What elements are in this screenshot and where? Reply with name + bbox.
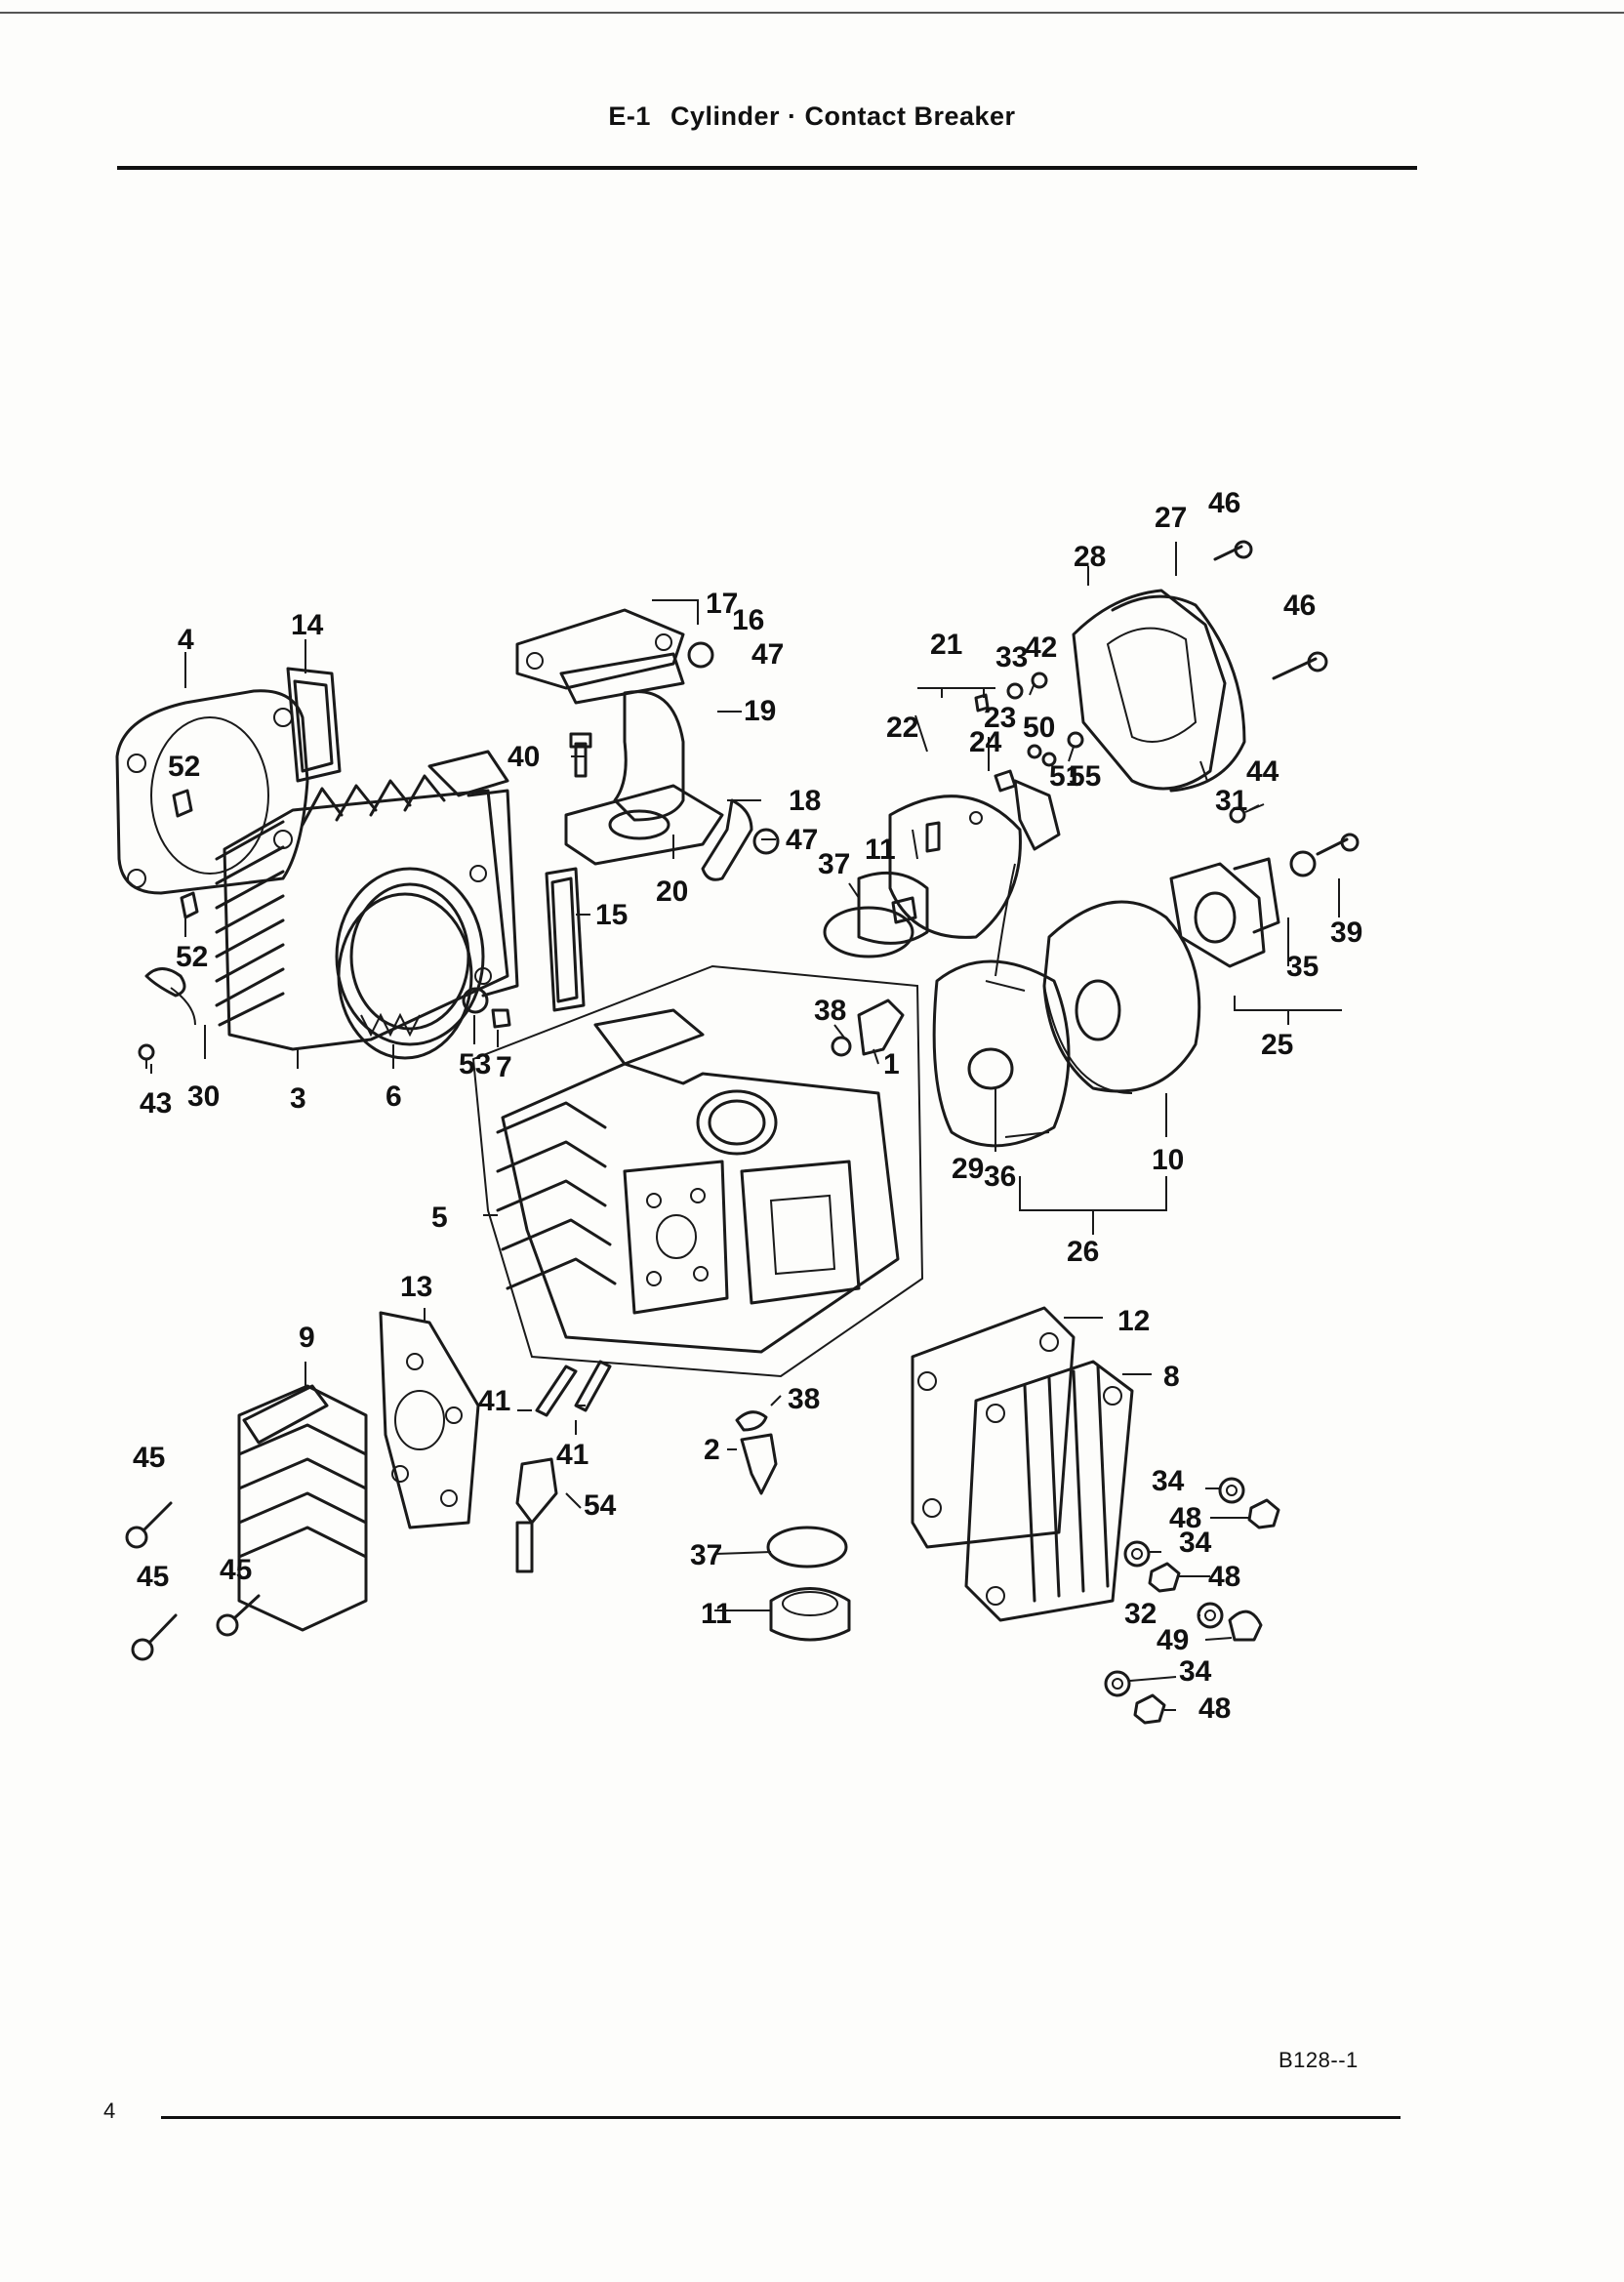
- cover-bolts-drawing: [125, 1501, 261, 1661]
- part-label-19: 19: [744, 695, 776, 727]
- head-cover-drawing: [911, 1306, 1134, 1622]
- part-label-17: 17: [706, 588, 738, 620]
- leader-lines: [150, 542, 1342, 1711]
- figure-code: B128--1: [1279, 2048, 1359, 2072]
- tappet-cap-lower-drawing: [766, 1526, 851, 1642]
- part-label-31: 31: [1215, 785, 1247, 817]
- part-label-6: 6: [386, 1080, 402, 1113]
- part-label-55: 55: [1069, 760, 1101, 793]
- breaker-screws-drawing: [1006, 672, 1084, 767]
- part-label-46-a: 46: [1208, 487, 1240, 519]
- inlet-pipe-drawing: [515, 608, 780, 881]
- part-label-46-b: 46: [1283, 590, 1316, 622]
- part-label-14: 14: [291, 609, 324, 641]
- side-gasket-drawing: [286, 667, 586, 1012]
- part-label-41-a: 41: [478, 1385, 510, 1417]
- part-label-23: 23: [984, 702, 1016, 734]
- cam-sprocket-bolts-drawing: [735, 998, 905, 1495]
- part-label-53: 53: [459, 1048, 491, 1080]
- footer-rule: [161, 2116, 1401, 2119]
- part-label-34-b: 34: [1179, 1527, 1212, 1559]
- part-number-labels: 1 2 3 4 5 6 7 8 9 10 11 11 12 13 14 15 1…: [133, 487, 1362, 1725]
- cover-and-gasket-drawing: [237, 1311, 480, 1632]
- part-label-3: 3: [290, 1082, 306, 1115]
- page-number: 4: [103, 2099, 116, 2123]
- part-label-45-b: 45: [137, 1561, 169, 1593]
- part-label-18: 18: [789, 785, 821, 817]
- part-label-35: 35: [1286, 951, 1319, 983]
- part-label-38-lower: 38: [788, 1383, 820, 1415]
- part-label-39: 39: [1330, 917, 1362, 949]
- part-label-30: 30: [187, 1080, 220, 1113]
- nuts-and-washers-drawing: [1104, 1477, 1280, 1725]
- section-code: E-1: [608, 102, 651, 131]
- part-label-41-b: 41: [556, 1439, 589, 1471]
- part-label-2: 2: [704, 1434, 720, 1466]
- cylinder-gasket-drawing: [115, 689, 309, 895]
- part-label-27: 27: [1155, 502, 1187, 534]
- part-label-34-a: 34: [1152, 1465, 1185, 1497]
- part-label-20: 20: [656, 876, 688, 908]
- part-label-51: 51: [1049, 760, 1081, 793]
- breaker-cover-drawing: [1072, 540, 1328, 824]
- part-label-40: 40: [508, 741, 540, 773]
- part-label-11-lower: 11: [701, 1598, 732, 1630]
- points-base-drawing: [932, 900, 1201, 1148]
- part-label-33: 33: [995, 641, 1028, 673]
- part-label-26: 26: [1067, 1236, 1099, 1268]
- part-label-54: 54: [584, 1489, 617, 1522]
- part-label-45-c: 45: [220, 1554, 252, 1586]
- part-label-50: 50: [1023, 712, 1055, 744]
- part-label-8: 8: [1163, 1361, 1180, 1393]
- part-label-22: 22: [886, 712, 918, 744]
- part-label-47-a: 47: [751, 638, 784, 671]
- dowel-pins-drawing: [138, 789, 199, 1069]
- part-label-15: 15: [595, 899, 628, 931]
- part-label-52-a: 52: [168, 751, 200, 783]
- part-label-7: 7: [496, 1051, 512, 1083]
- part-label-48-b: 48: [1208, 1561, 1240, 1593]
- cylinder-head-drawing: [471, 964, 924, 1378]
- part-label-36: 36: [984, 1161, 1016, 1193]
- part-label-11-upper: 11: [865, 834, 896, 866]
- part-label-34-c: 34: [1179, 1655, 1212, 1688]
- part-label-28: 28: [1074, 541, 1106, 573]
- part-label-4: 4: [178, 624, 194, 656]
- part-label-21: 21: [930, 629, 962, 661]
- part-label-49: 49: [1157, 1624, 1189, 1656]
- part-label-52-b: 52: [176, 941, 208, 973]
- part-label-42: 42: [1025, 632, 1057, 664]
- part-label-1: 1: [883, 1048, 900, 1080]
- part-label-32: 32: [1124, 1598, 1157, 1630]
- part-label-47-b: 47: [786, 824, 818, 856]
- part-label-38-upper: 38: [814, 995, 846, 1027]
- part-label-5: 5: [431, 1202, 448, 1234]
- part-label-48-a: 48: [1169, 1502, 1201, 1534]
- part-label-24: 24: [969, 726, 1002, 758]
- part-label-25: 25: [1261, 1029, 1293, 1061]
- o-ring-and-dowels-drawing: [337, 892, 511, 1060]
- part-label-48-c: 48: [1198, 1692, 1231, 1725]
- header-rule: [117, 166, 1417, 170]
- part-label-45-a: 45: [133, 1442, 165, 1474]
- part-label-16: 16: [732, 604, 764, 636]
- part-label-9: 9: [299, 1322, 315, 1354]
- part-label-13: 13: [400, 1271, 432, 1303]
- advancer-housing-drawing: [1169, 833, 1360, 968]
- part-label-29: 29: [952, 1153, 984, 1185]
- page-title: Cylinder · Contact Breaker: [670, 102, 1016, 131]
- top-edge-rule: [0, 12, 1624, 14]
- tappet-cap-upper-drawing: [823, 871, 929, 958]
- page-header: E-1 Cylinder · Contact Breaker: [0, 102, 1624, 132]
- cylinder-drawing: [215, 750, 519, 1051]
- part-label-10: 10: [1152, 1144, 1184, 1176]
- part-label-43: 43: [140, 1087, 172, 1120]
- part-label-37-lower: 37: [690, 1539, 722, 1571]
- spark-plug-and-studs-drawing: [515, 1360, 612, 1573]
- part-label-37-upper: 37: [818, 848, 850, 880]
- part-label-44: 44: [1246, 755, 1279, 788]
- part-label-12: 12: [1117, 1305, 1150, 1337]
